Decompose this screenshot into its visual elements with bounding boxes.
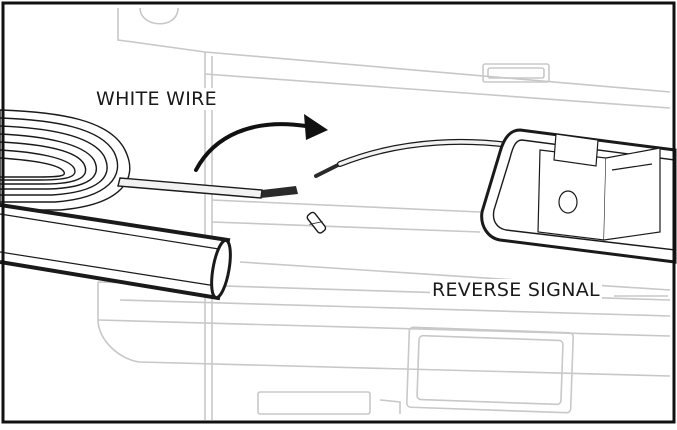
coiled-wire-harness <box>0 109 298 211</box>
white-wire-label: WHITE WIRE <box>94 88 219 110</box>
tail-light-assembly <box>480 128 677 264</box>
light-bar-tube <box>0 203 232 301</box>
curved-arrow-icon <box>194 114 328 172</box>
reverse-signal-label: REVERSE SIGNAL <box>430 279 602 301</box>
butt-connector-icon <box>306 211 327 234</box>
